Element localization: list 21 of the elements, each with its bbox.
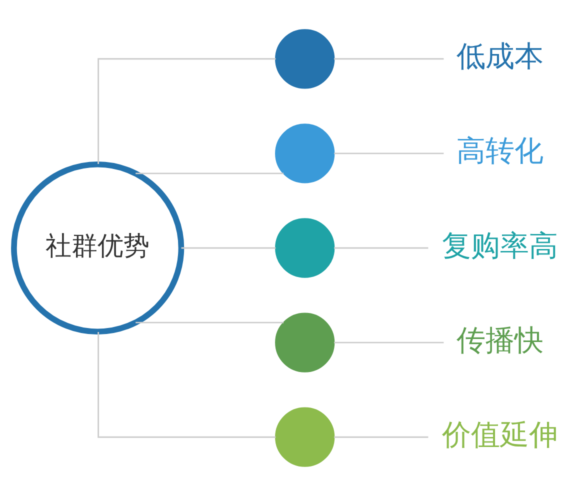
node-circle: [275, 312, 335, 372]
node-text: 复购率高: [442, 228, 558, 262]
node-text: 传播快: [456, 322, 544, 357]
connector: [181, 247, 276, 249]
connector: [334, 436, 428, 438]
connector: [98, 58, 276, 164]
node-text: 低成本: [456, 39, 544, 74]
connector: [136, 172, 284, 174]
connector: [334, 247, 428, 249]
connector: [136, 322, 284, 324]
node-circle: [275, 29, 335, 89]
node-circle: [275, 218, 335, 278]
node-circle: [275, 124, 335, 184]
connector: [334, 58, 444, 60]
connector: [334, 342, 444, 344]
node-text: 价值延伸: [442, 417, 558, 452]
node-circle: [275, 407, 335, 467]
node-text: 高转化: [456, 134, 544, 168]
connector: [98, 332, 276, 438]
node-circle: 社群优势: [11, 161, 184, 335]
connector: [334, 152, 444, 154]
